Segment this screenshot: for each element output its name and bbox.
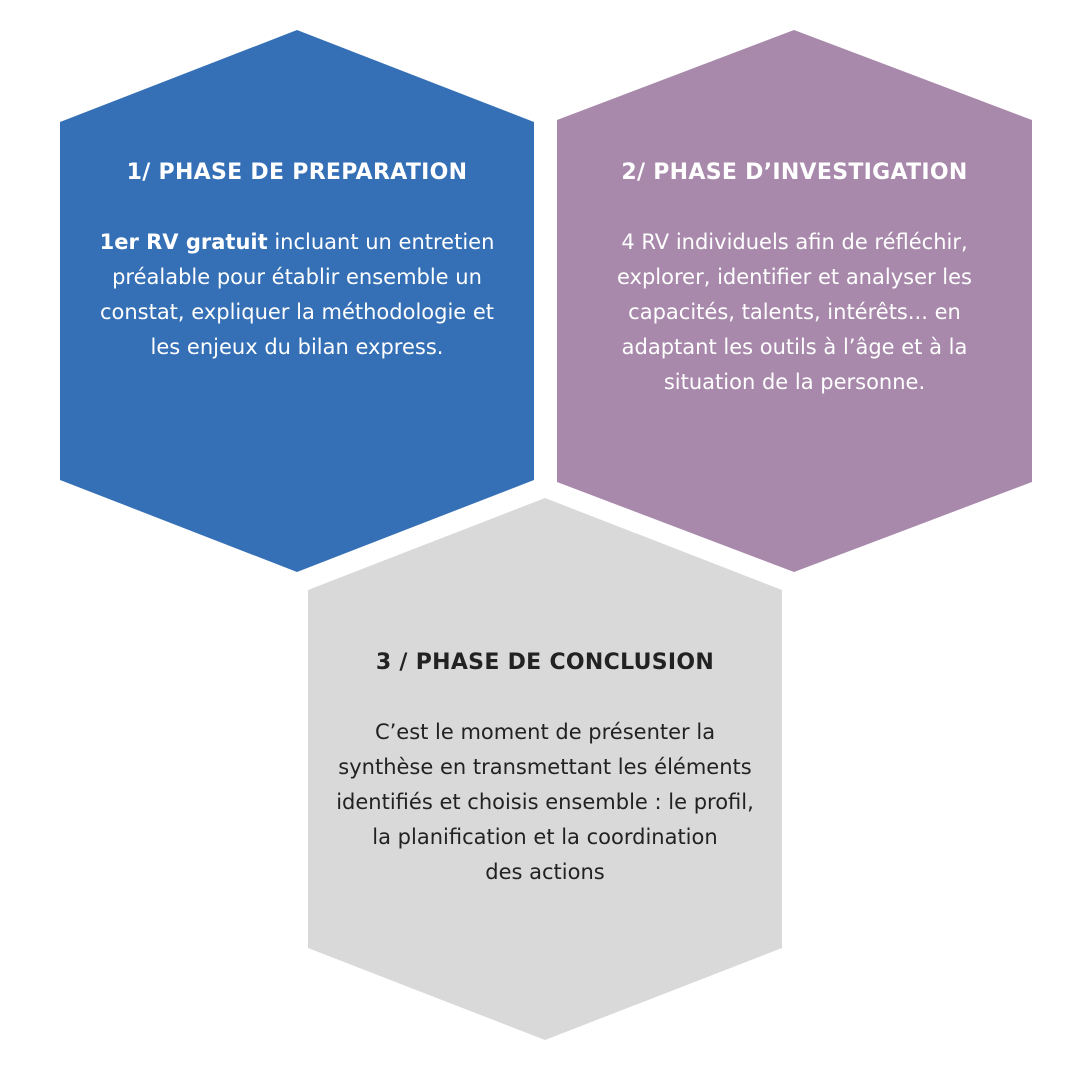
phase-3-content: 3 / PHASE DE CONCLUSION C’est le moment … [298, 650, 792, 890]
phase-1-body-line: constat, expliquer la méthodologie et [99, 300, 495, 324]
phase-3-hexagon [308, 498, 782, 1040]
phase-3-body-line: identifiés et choisis ensemble : le prof… [336, 790, 754, 814]
phase-2-body: 4 RV individuels afin de réfléchir, expl… [557, 225, 1032, 400]
phase-3-title: 3 / PHASE DE CONCLUSION [375, 650, 715, 675]
phase-1-body-line: préalable pour établir ensemble un [112, 265, 482, 289]
phase-2-body-line: explorer, identifier et analyser les [617, 265, 972, 289]
phase-1-title: 1/ PHASE DE PREPARATION [126, 160, 468, 185]
phase-3-body-line: synthèse en transmettant les éléments [338, 755, 752, 779]
phase-3-body: C’est le moment de présenter la synthèse… [298, 715, 792, 890]
phase-3-body-line: la planification et la coordination [372, 825, 718, 849]
phase-3-body-line: des actions [485, 860, 605, 884]
phase-3-body-line: C’est le moment de présenter la [374, 720, 716, 744]
phase-2-hexagon [557, 30, 1032, 572]
phase-1-highlight: 1er RV gratuit [99, 230, 268, 254]
phase-2-body-line: capacités, talents, intérêts... en [628, 300, 961, 324]
phase-1-body-line: 1er RV gratuit incluant un entretien [60, 225, 534, 260]
phase-2-body-line: situation de la personne. [663, 370, 926, 394]
phase-2-body-line: 4 RV individuels afin de réfléchir, [621, 230, 968, 254]
phase-1-body-line: les enjeux du bilan express. [150, 335, 444, 359]
phase-1-hexagon [60, 30, 534, 572]
phase-1-body: 1er RV gratuit incluant un entretien pré… [60, 225, 534, 365]
phase-1-content: 1/ PHASE DE PREPARATION 1er RV gratuit i… [60, 160, 534, 365]
phase-2-title: 2/ PHASE D’INVESTIGATION [621, 160, 968, 185]
phase-1-body-text: incluant un entretien [267, 230, 495, 254]
phase-2-content: 2/ PHASE D’INVESTIGATION 4 RV individuel… [557, 160, 1032, 400]
phase-2-body-line: adaptant les outils à l’âge et à la [621, 335, 968, 359]
